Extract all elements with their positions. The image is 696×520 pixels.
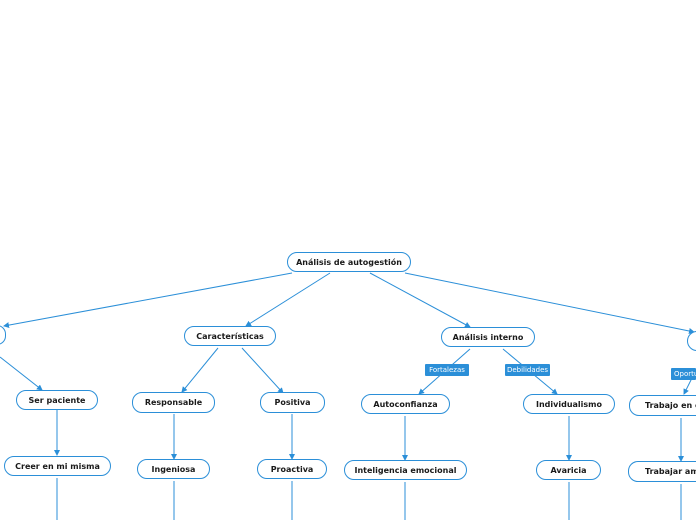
connector-caracteristicas-responsable: [181, 347, 219, 393]
branch-analisis-interno[interactable]: Análisis interno: [441, 327, 535, 347]
connector-root-right: [404, 272, 695, 334]
branch-caracteristicas[interactable]: Características: [184, 326, 276, 346]
node-creer-en-mi-misma[interactable]: Creer en mi misma: [4, 456, 111, 476]
node-trabajo-en-equipo[interactable]: Trabajo en eq: [629, 395, 696, 416]
node-inteligencia-emocional[interactable]: Inteligencia emocional: [344, 460, 467, 480]
node-ser-paciente[interactable]: Ser paciente: [16, 390, 98, 410]
root-node[interactable]: Análisis de autogestión: [287, 252, 411, 272]
node-proactiva[interactable]: Proactiva: [257, 459, 327, 479]
node-avaricia[interactable]: Avaricia: [536, 460, 601, 480]
node-responsable[interactable]: Responsable: [132, 392, 215, 413]
connector-root-left: [3, 272, 293, 329]
node-individualismo[interactable]: Individualismo: [523, 394, 615, 414]
tag-fortalezas: Fortalezas: [425, 364, 469, 376]
node-autoconfianza[interactable]: Autoconfianza: [361, 394, 450, 414]
connector-caracteristicas-positiva: [241, 347, 284, 394]
node-trabajar-ambiente[interactable]: Trabajar amb: [628, 461, 696, 482]
connector-root-analisis-interno: [369, 272, 471, 328]
node-positiva[interactable]: Positiva: [260, 392, 325, 413]
connector-left-ser-paciente: [0, 356, 43, 391]
node-ingeniosa[interactable]: Ingeniosa: [137, 459, 210, 479]
tag-oportunidades: Oportu: [671, 368, 696, 380]
connector-root-caracteristicas: [245, 272, 331, 327]
tag-debilidades: Debilidades: [505, 364, 550, 376]
